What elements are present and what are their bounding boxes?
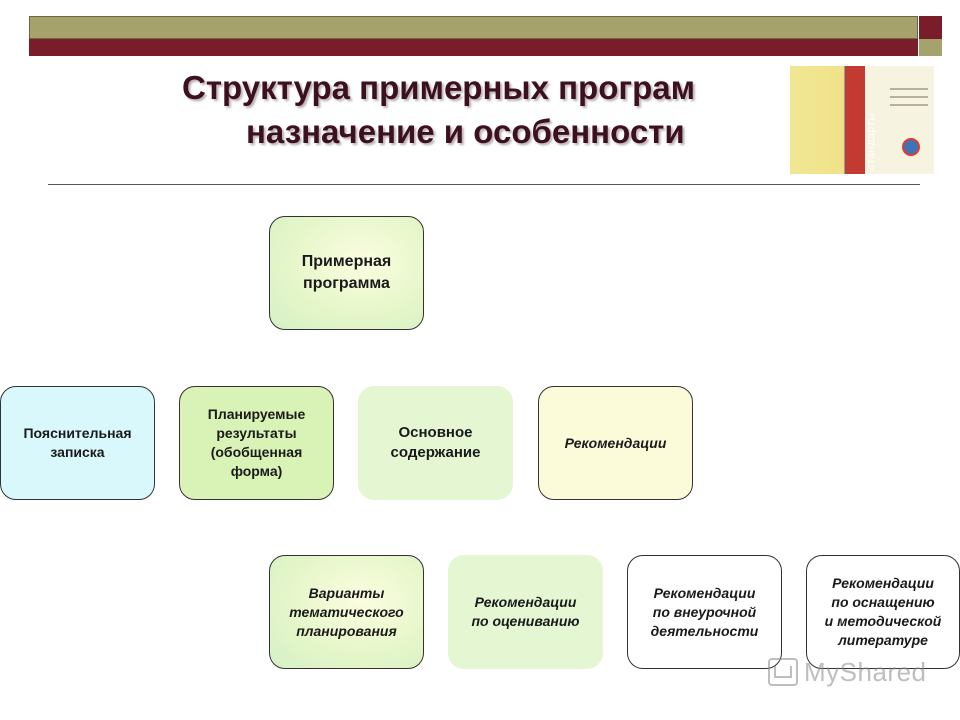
node-label: Примерная программа [301, 253, 392, 292]
node-explanatory-note: Пояснительная записка [0, 386, 155, 500]
book-red-stripe [845, 66, 865, 174]
book-spine-text: стандарты [866, 112, 877, 170]
top-bar-corner-maroon [919, 16, 942, 39]
book-cover-line [890, 104, 928, 106]
slide-title-line-1: Структура примерных програм [182, 69, 696, 106]
node-label: Варианты тематического планирования [289, 584, 404, 639]
node-label: Пояснительная записка [23, 425, 132, 460]
title-divider [48, 184, 920, 185]
node-assessment-recommendations: Рекомендации по оцениванию [448, 555, 603, 669]
myshared-watermark: MyShared [768, 655, 927, 689]
top-bar-maroon-strip [29, 39, 918, 56]
top-bar-corner-olive [919, 39, 942, 56]
node-sample-program: Примерная программа [269, 216, 424, 330]
node-label: Рекомендации по оснащению и методической… [824, 575, 942, 648]
slide-title-line-2: назначение и особенности [246, 113, 685, 150]
node-label: Планируемые результаты (обобщенная форма… [207, 406, 306, 479]
node-label: Рекомендации по внеурочной деятельности [650, 584, 759, 639]
book-cover-image: стандарты [790, 66, 934, 174]
watermark-text: MyShared [804, 656, 927, 687]
book-cover-line [890, 96, 928, 98]
node-label: Рекомендации [564, 434, 667, 451]
node-equipment-recommendations: Рекомендации по оснащению и методической… [806, 555, 960, 669]
node-recommendations: Рекомендации [538, 386, 693, 500]
myshared-logo-icon [768, 658, 798, 686]
node-label: Рекомендации по оцениванию [471, 594, 580, 629]
node-planned-results: Планируемые результаты (обобщенная форма… [179, 386, 334, 500]
slide-top-bar [29, 16, 942, 56]
node-label: Основное содержание [390, 424, 481, 461]
top-bar-olive-strip [29, 16, 918, 39]
book-cover-line [890, 88, 928, 90]
node-extracurricular-recommendations: Рекомендации по внеурочной деятельности [627, 555, 782, 669]
book-emblem-icon [902, 138, 920, 156]
node-main-content: Основное содержание [358, 386, 513, 500]
node-thematic-planning: Варианты тематического планирования [269, 555, 424, 669]
